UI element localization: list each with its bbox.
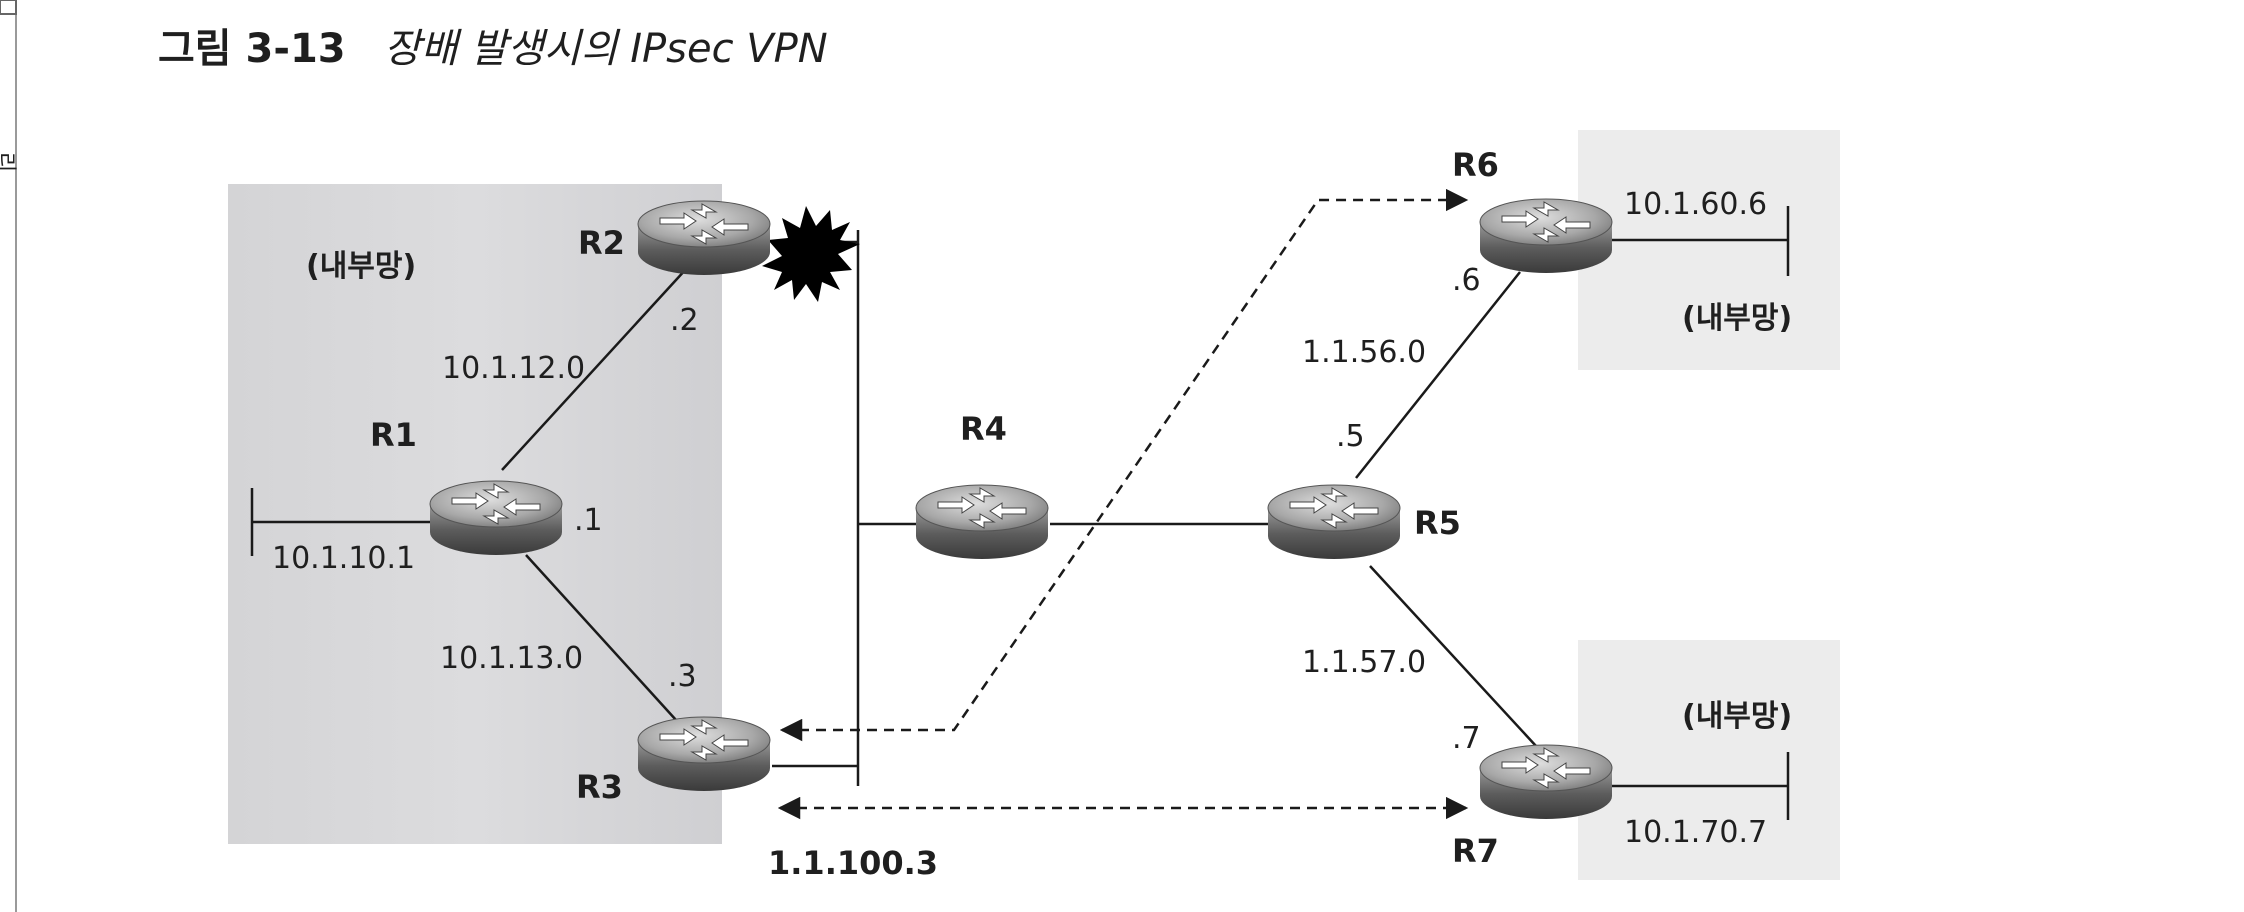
iface-r7: .7 (1452, 721, 1481, 756)
router-r4 (915, 484, 1049, 560)
router-r6 (1479, 198, 1613, 274)
net-r1-r2: 10.1.12.0 (442, 351, 585, 386)
left-internal-label: (내부망) (306, 249, 416, 284)
r3-public-address: 1.1.100.3 (768, 844, 938, 882)
router-r3 (637, 716, 771, 792)
r6-internal-label: (내부망) (1682, 301, 1792, 336)
label-r2: R2 (578, 224, 625, 262)
figure-caption: 장배 발생시의 IPsec VPN (384, 26, 828, 72)
r7-internal-area (1578, 640, 1840, 880)
link-r5-r6 (1355, 271, 1521, 479)
page-corner-box (0, 0, 17, 15)
router-r2 (637, 200, 771, 276)
link-r1-r3 (525, 554, 677, 721)
net-r1-r3: 10.1.13.0 (440, 641, 583, 676)
iface-r6: .6 (1452, 263, 1481, 298)
label-r4: R4 (960, 410, 1007, 448)
tunnel-r3-r6 (779, 188, 1469, 742)
iface-r1: .1 (574, 503, 603, 538)
link-r1-r2 (501, 267, 688, 471)
iface-r5: .5 (1336, 419, 1365, 454)
iface-r3: .3 (668, 659, 697, 694)
label-r6: R6 (1452, 146, 1499, 184)
router-r7 (1479, 744, 1613, 820)
label-r5: R5 (1414, 504, 1461, 542)
net-r5-r6: 1.1.56.0 (1302, 335, 1426, 370)
label-r1: R1 (370, 416, 417, 454)
r6-internal-area (1578, 130, 1840, 370)
label-r3: R3 (576, 768, 623, 806)
lan-r1: 10.1.10.1 (272, 541, 415, 576)
margin-mark: 리 (0, 152, 17, 172)
r7-internal-label: (내부망) (1682, 699, 1792, 734)
lan-r6: 10.1.60.6 (1624, 187, 1767, 222)
figure-number: 그림 3-13 (158, 26, 346, 72)
iface-r2: .2 (670, 303, 699, 338)
router-r1 (429, 480, 563, 556)
router-r5 (1267, 484, 1401, 560)
net-r5-r7: 1.1.57.0 (1302, 645, 1426, 680)
label-r7: R7 (1452, 832, 1499, 870)
lan-r7: 10.1.70.7 (1624, 815, 1767, 850)
failure-burst-icon (762, 206, 860, 302)
